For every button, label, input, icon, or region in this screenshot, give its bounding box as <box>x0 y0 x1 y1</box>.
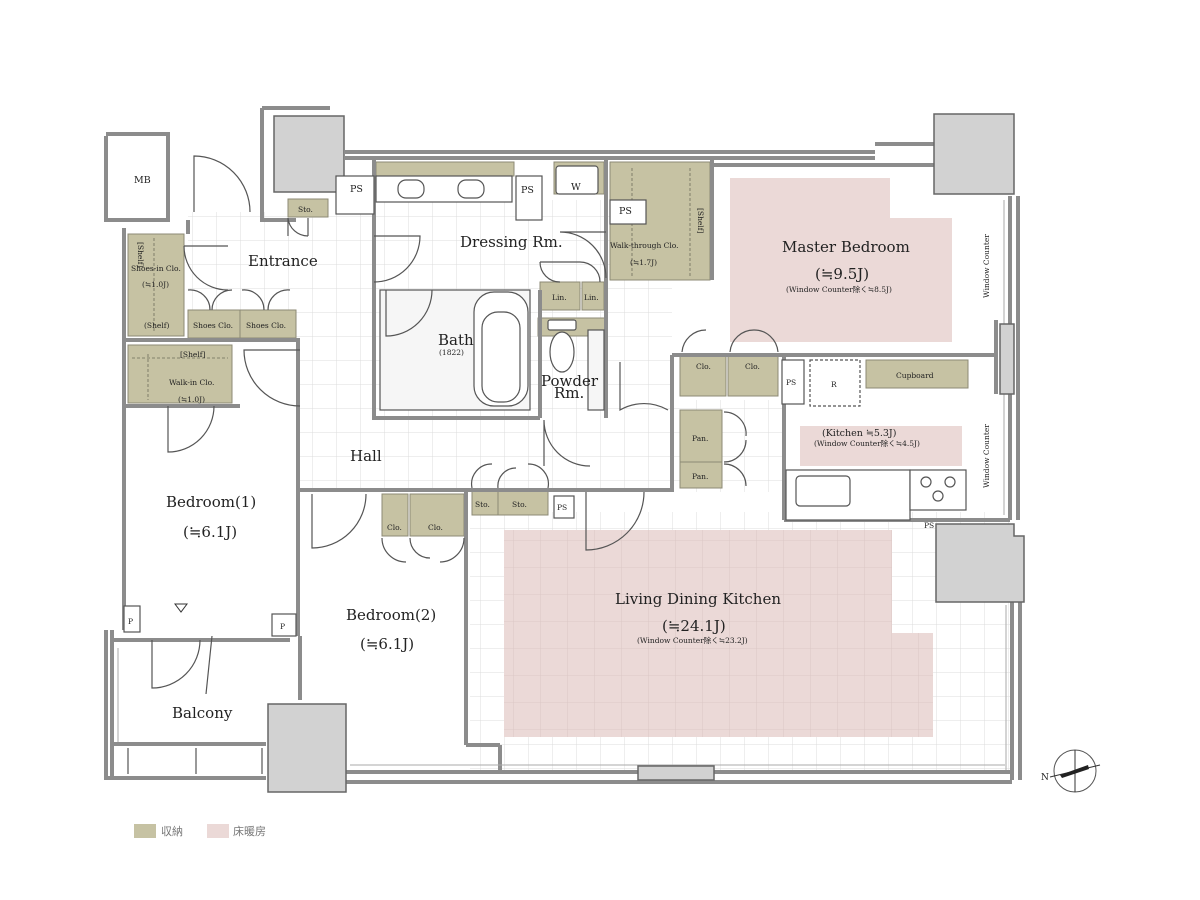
label-bedroom2-area: (≒6.1J) <box>360 635 414 653</box>
label-shoes-in-clo: Shoes-in Clo. <box>131 264 181 273</box>
compass-icon: N <box>1041 749 1101 793</box>
label-ps-corner: PS <box>924 521 934 530</box>
legend: 収納 床暖房 <box>134 824 266 838</box>
label-ps-dressing: PS <box>521 185 534 196</box>
label-shelf-c: [Shelf] <box>696 208 705 234</box>
label-balcony: Balcony <box>172 704 233 722</box>
label-master-bedroom: Master Bedroom <box>782 238 910 256</box>
shelf-dashes <box>132 168 691 400</box>
label-shelf-b: [Shelf] <box>180 350 206 359</box>
label-sto-h2: Sto. <box>512 500 527 509</box>
label-powder: Powder <box>541 372 599 390</box>
compass-label: N <box>1041 773 1049 783</box>
label-p2: P <box>280 622 285 631</box>
label-lin-2: Lin. <box>584 293 599 302</box>
label-ldk-counter: (Window Counter除く≒23.2J) <box>637 635 748 645</box>
label-bedroom1: Bedroom(1) <box>166 493 256 511</box>
label-p1: P <box>128 617 133 626</box>
label-shoes-clo-2: Shoes Clo. <box>246 321 286 330</box>
storage-blocks <box>127 161 969 537</box>
label-powder-rm: Rm. <box>554 384 584 402</box>
label-kitchen-counter: (Window Counter除く≒4.5J) <box>814 438 920 448</box>
legend-label-storage: 収納 <box>161 825 183 838</box>
label-walkthrough-clo: Walk-through Clo. <box>610 241 679 250</box>
label-dressing: Dressing Rm. <box>460 233 563 251</box>
label-shelf-a: (Shelf) <box>144 321 170 330</box>
label-pan-2: Pan. <box>692 472 708 481</box>
label-ps-top: PS <box>350 184 363 195</box>
label-lin-1: Lin. <box>552 293 567 302</box>
label-clo-m2: Clo. <box>745 362 760 371</box>
label-ldk-area: (≒24.1J) <box>662 617 726 635</box>
label-clo-b2: Clo. <box>428 523 443 532</box>
label-sto-h1: Sto. <box>475 500 490 509</box>
label-ldk: Living Dining Kitchen <box>615 590 781 608</box>
label-master-area: (≒9.5J) <box>815 265 869 283</box>
door-swings <box>151 155 779 695</box>
label-window-counter-1: Window Counter <box>982 234 991 298</box>
label-walkin-area: (≒1.0J) <box>178 395 205 404</box>
label-pan-1: Pan. <box>692 434 708 443</box>
walls <box>104 106 1022 784</box>
label-entrance: Entrance <box>248 252 318 270</box>
label-clo-m1: Clo. <box>696 362 711 371</box>
label-window-counter-2: Window Counter <box>982 424 991 488</box>
legend-swatch-floor-heating <box>207 824 229 838</box>
label-walkthrough-area: (≒1.7J) <box>630 258 657 267</box>
label-ps-kitchen: PS <box>786 378 796 387</box>
room-labels: MB PS Sto. Entrance [Shelf] Shoes-in Clo… <box>128 175 991 722</box>
label-clo-b1: Clo. <box>387 523 402 532</box>
columns <box>267 113 1025 793</box>
label-bedroom1-area: (≒6.1J) <box>183 523 237 541</box>
label-kitchen: (Kitchen ≒5.3J) <box>822 428 896 439</box>
label-r: R <box>831 380 837 389</box>
label-shelf-vertical: [Shelf] <box>136 242 145 268</box>
label-bath-size: (1822) <box>439 348 464 357</box>
label-bedroom2: Bedroom(2) <box>346 606 436 624</box>
floor-heating-master <box>730 178 952 342</box>
legend-label-floor-heating: 床暖房 <box>233 824 266 838</box>
label-sto-entrance: Sto. <box>298 205 313 214</box>
label-ps-walkthrough: PS <box>619 206 632 217</box>
label-shoes-in-area: (≒1.0J) <box>142 280 169 289</box>
legend-swatch-storage <box>134 824 156 838</box>
label-cupboard: Cupboard <box>896 371 934 380</box>
floor-heating-kitchen <box>800 426 962 466</box>
label-master-counter: (Window Counter除く≒8.5J) <box>786 284 892 294</box>
label-bath: Bath <box>438 331 474 349</box>
ac-marker-icon <box>174 603 188 613</box>
label-ps-hall: PS <box>557 503 567 512</box>
label-hall: Hall <box>350 447 382 465</box>
label-w: W <box>571 182 581 193</box>
floor-heating-ldk <box>504 530 933 737</box>
fixtures <box>123 165 967 774</box>
label-mb: MB <box>134 175 151 186</box>
label-shoes-clo-1: Shoes Clo. <box>193 321 233 330</box>
label-walkin-clo: Walk-in Clo. <box>169 378 214 387</box>
